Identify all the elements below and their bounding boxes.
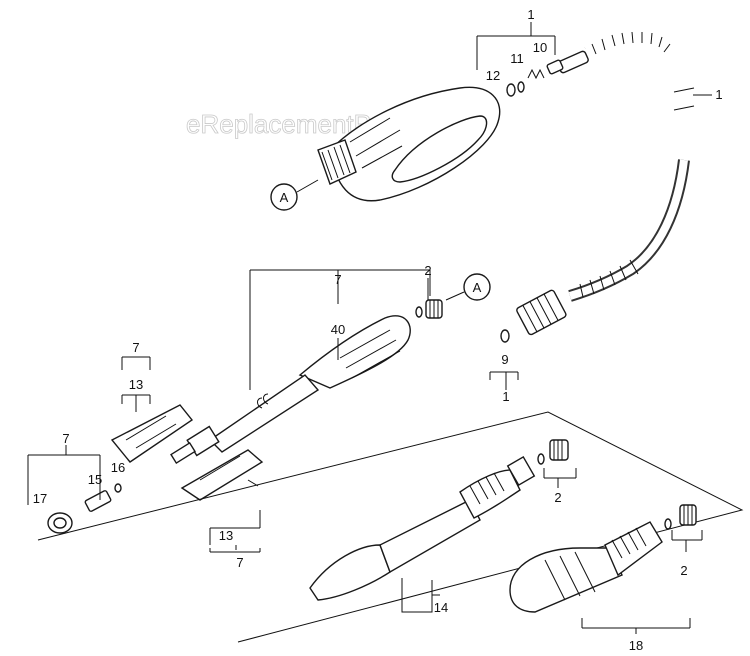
lower-panel-outline [37,411,744,643]
lance-18 [509,521,663,613]
nozzle-insert [84,490,112,512]
ring-part [506,83,516,97]
o-ring-16 [114,483,122,493]
label-part-13-lower: 13 [219,528,233,543]
label-part-40: 40 [331,322,345,337]
svg-text:A: A [473,280,482,295]
label-part-9: 9 [501,352,508,367]
label-part-2-right: 2 [680,563,687,578]
label-part-2-mid: 2 [554,490,561,505]
spring-part [527,68,545,80]
label-part-2-top: 2 [424,263,431,278]
nozzle-lance-14 [309,456,536,601]
label-part-14: 14 [434,600,448,615]
label-part-13-left: 13 [129,377,143,392]
trigger-gun-handle [317,86,501,202]
label-part-12: 12 [486,68,500,83]
o-ring-9 [500,329,510,343]
label-part-10: 10 [533,40,547,55]
handle-half-lower [180,449,264,501]
label-hose-group: 1 [527,7,534,22]
svg-text:A: A [280,190,289,205]
label-part-7-lower: 7 [62,431,69,446]
lance-assembly [170,315,411,465]
callout-a-right: A [445,273,491,301]
hose-assembly [516,29,695,336]
part-labels: 1 11 10 12 1 7 2 40 7 13 9 1 7 16 15 17 … [33,7,723,653]
adapter-part-mid [537,439,569,465]
label-part-17: 17 [33,491,47,506]
callout-a-left: A [270,179,319,211]
label-part-16: 16 [111,460,125,475]
label-part-7-bottom: 7 [236,555,243,570]
o-ring-part [517,81,525,93]
label-part-18: 18 [629,638,643,653]
adapter-part-top [415,299,443,319]
label-part-7-left: 7 [132,340,139,355]
label-hose-right: 1 [715,87,722,102]
label-part-15: 15 [88,472,102,487]
handle-half-upper [110,404,194,463]
nut-17 [47,512,73,534]
label-part-7-top: 7 [334,272,341,287]
label-part-1-bottom: 1 [502,389,509,404]
leader-lines [27,22,712,634]
adapter-part-right [664,504,697,530]
label-part-11: 11 [510,51,524,66]
